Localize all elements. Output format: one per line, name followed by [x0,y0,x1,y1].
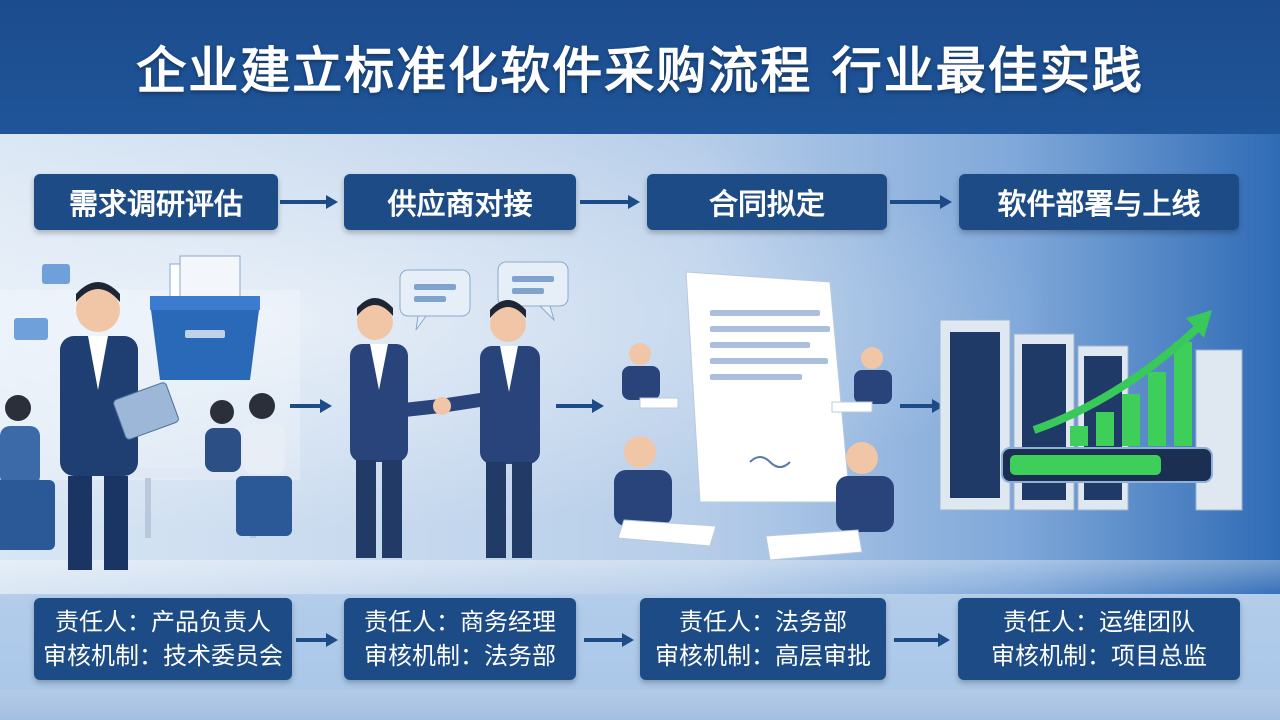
file-box-icon [150,255,260,380]
chat-icon [42,264,70,284]
step-label-3: 合同拟定 [708,187,825,221]
growth-arrow-icon [1032,321,1205,434]
contract-signing-illustration [614,271,894,561]
chat-icon [14,318,48,340]
floor-highlight [0,560,1280,598]
growth-bar [1070,426,1088,446]
responsibility-box-4: 责任人：运维团队 审核机制：项目总监 [958,598,1240,680]
contract-document-icon [685,271,851,503]
step-label-4: 软件部署与上线 [997,187,1201,221]
arrow-right-icon [296,633,338,647]
signing-person [765,442,894,561]
owner-text-3: 责任人：法务部 [679,608,847,636]
responsibility-box-1: 责任人：产品负责人 审核机制：技术委员会 [34,598,292,680]
seated-person [0,395,55,550]
signing-person [614,436,717,547]
step-box-3: 合同拟定 [647,174,887,230]
arrow-right-icon [580,195,640,209]
review-text-1: 审核机制：技术委员会 [43,642,283,670]
seated-person [236,393,292,536]
deployment-illustration [939,310,1243,511]
chat-bubble-icon [497,261,569,322]
arrow-right-icon [900,399,944,413]
seated-person [205,400,241,472]
arrow-right-icon [584,633,634,647]
step-label-1: 需求调研评估 [68,187,243,221]
arrow-right-icon [894,633,950,647]
arrow-right-icon [290,399,332,413]
presenter-person [60,282,179,570]
arrow-right-icon [556,399,604,413]
step-box-2: 供应商对接 [344,174,576,230]
growth-bar [1148,372,1166,446]
page-title: 企业建立标准化软件采购流程 行业最佳实践 [136,42,1144,100]
growth-bar [1096,412,1114,446]
research-team-illustration [0,255,300,570]
progress-fill [1010,455,1161,475]
business-person [480,300,540,558]
handshake-illustration [350,261,569,558]
handshake-icon [433,397,451,415]
arrow-right-icon [280,195,338,209]
bottom-strip [0,690,1280,720]
signing-person [831,347,892,413]
title-banner [0,0,1280,134]
owner-text-4: 责任人：运维团队 [1003,608,1195,636]
owner-text-2: 责任人：商务经理 [364,608,556,636]
progress-bar [1001,447,1213,483]
responsibility-box-3: 责任人：法务部 审核机制：高层审批 [640,598,886,680]
step-box-1: 需求调研评估 [34,174,278,230]
review-text-3: 审核机制：高层审批 [655,642,871,670]
owner-text-1: 责任人：产品负责人 [55,608,271,636]
responsibility-box-2: 责任人：商务经理 审核机制：法务部 [344,598,576,680]
business-person [350,298,408,558]
growth-bar [1122,394,1140,446]
tablet-icon [113,382,179,440]
step-box-4: 软件部署与上线 [959,174,1239,230]
growth-bar [1174,342,1192,446]
arrow-right-icon [890,195,952,209]
review-text-2: 审核机制：法务部 [364,642,556,670]
chat-bubble-icon [399,269,471,331]
signing-person [622,343,679,409]
growth-bar-chart [1070,342,1192,446]
step-label-2: 供应商对接 [387,187,533,221]
review-text-4: 审核机制：项目总监 [991,642,1207,670]
